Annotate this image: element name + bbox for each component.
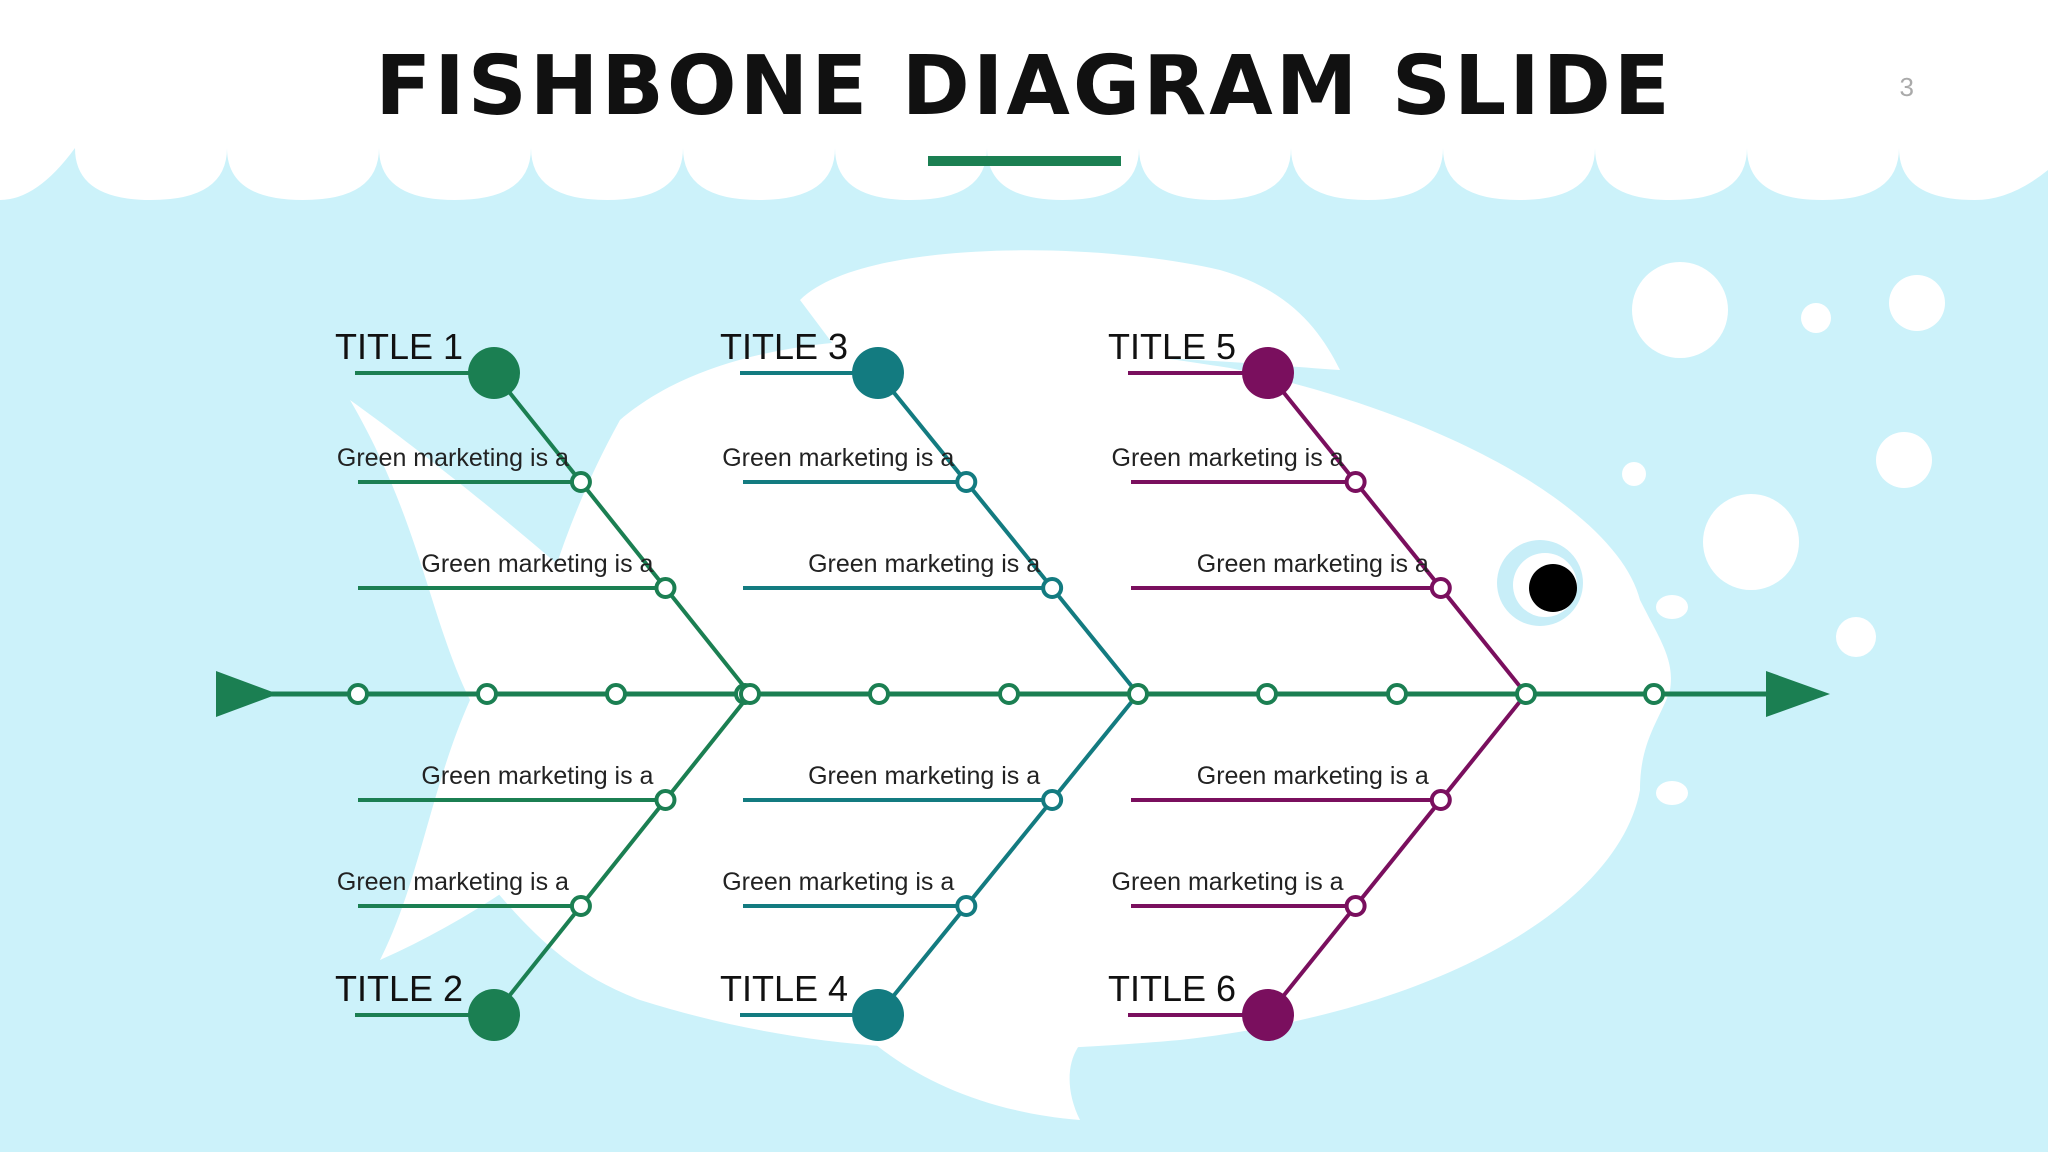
bottom-title-text: TITLE 4 [720, 968, 848, 1009]
bottom-sub-node [1429, 789, 1452, 811]
bottom-sub-label: Green marketing is a [421, 762, 653, 790]
spine-node [605, 683, 627, 705]
title-underline [928, 156, 1121, 166]
top-sub-node [1344, 471, 1367, 493]
bottom-sub-node [654, 789, 677, 811]
bottom-sub-label: Green marketing is a [337, 868, 569, 896]
top-sub-node [1429, 577, 1452, 599]
spine-node [1127, 683, 1149, 705]
spine-node [1256, 683, 1278, 705]
fish-lip-bottom [1656, 781, 1688, 805]
bottom-sub-node [569, 895, 592, 917]
bottom-sub-node [1041, 789, 1064, 811]
spine-nodes [347, 683, 1665, 705]
bubble [1889, 275, 1945, 331]
bottom-diagonal-bone [492, 692, 752, 1017]
top-sub-node [955, 471, 978, 493]
bubble [1703, 494, 1799, 590]
top-title-circle [468, 347, 520, 399]
bottom-sub-node [1344, 895, 1367, 917]
fish-dorsal-fin [800, 250, 1340, 380]
bottom-title-circle [1242, 989, 1294, 1041]
top-sub-label: Green marketing is a [808, 550, 1040, 578]
fish-lip-top [1656, 595, 1688, 619]
bottom-sub-label: Green marketing is a [1112, 868, 1344, 896]
bottom-title-circle [852, 989, 904, 1041]
bottom-sub-node [955, 895, 978, 917]
bottom-sub-label: Green marketing is a [808, 762, 1040, 790]
bottom-title-circle [468, 989, 520, 1041]
slide-title: FISHBONE DIAGRAM SLIDE [375, 39, 1673, 134]
bottom-sub-label: Green marketing is a [1197, 762, 1429, 790]
branch-group-2: TITLE 3 Green marketing is a Green marketi… [720, 326, 1140, 1041]
spine-node [1515, 683, 1537, 705]
top-title-circle [1242, 347, 1294, 399]
spine-node [1643, 683, 1665, 705]
spine-node [1386, 683, 1408, 705]
bubbles [1622, 262, 1945, 657]
top-sub-node [1041, 577, 1064, 599]
bubble [1622, 462, 1646, 486]
head-arrow-icon [1766, 671, 1830, 717]
fish-tail [350, 400, 640, 960]
bubble [1876, 432, 1932, 488]
top-diagonal-bone [1266, 371, 1528, 696]
spine-node [998, 683, 1020, 705]
fishbone-bones: TITLE 1 Green marketing is a Green marketi… [335, 326, 1528, 1041]
bottom-sub-label: Green marketing is a [722, 868, 954, 896]
bubble [1836, 617, 1876, 657]
bottom-title-text: TITLE 6 [1108, 968, 1236, 1009]
bubble [1632, 262, 1728, 358]
fish-eye-icon [1529, 564, 1577, 612]
top-sub-label: Green marketing is a [1112, 444, 1344, 472]
top-diagonal-bone [492, 371, 752, 696]
tail-arrow-icon [216, 671, 278, 717]
top-title-text: TITLE 5 [1108, 326, 1236, 367]
top-diagonal-bone [876, 371, 1140, 696]
page-number: 3 [1899, 72, 1914, 102]
top-title-text: TITLE 3 [720, 326, 848, 367]
top-sub-label: Green marketing is a [337, 444, 569, 472]
bottom-diagonal-bone [876, 692, 1140, 1017]
spine-node [476, 683, 498, 705]
top-title-circle [852, 347, 904, 399]
top-sub-node [569, 471, 592, 493]
bottom-title-text: TITLE 2 [335, 968, 463, 1009]
bubble [1801, 303, 1831, 333]
top-sub-node [654, 577, 677, 599]
spine-node [868, 683, 890, 705]
branch-group-3: TITLE 5 Green marketing is a Green marketi… [1108, 326, 1528, 1041]
branch-group-1: TITLE 1 Green marketing is a Green marketi… [335, 326, 752, 1041]
spine-node [739, 683, 761, 705]
top-sub-label: Green marketing is a [722, 444, 954, 472]
top-sub-label: Green marketing is a [421, 550, 653, 578]
top-sub-label: Green marketing is a [1197, 550, 1429, 578]
spine-node [347, 683, 369, 705]
bottom-diagonal-bone [1266, 692, 1528, 1017]
top-title-text: TITLE 1 [335, 326, 463, 367]
